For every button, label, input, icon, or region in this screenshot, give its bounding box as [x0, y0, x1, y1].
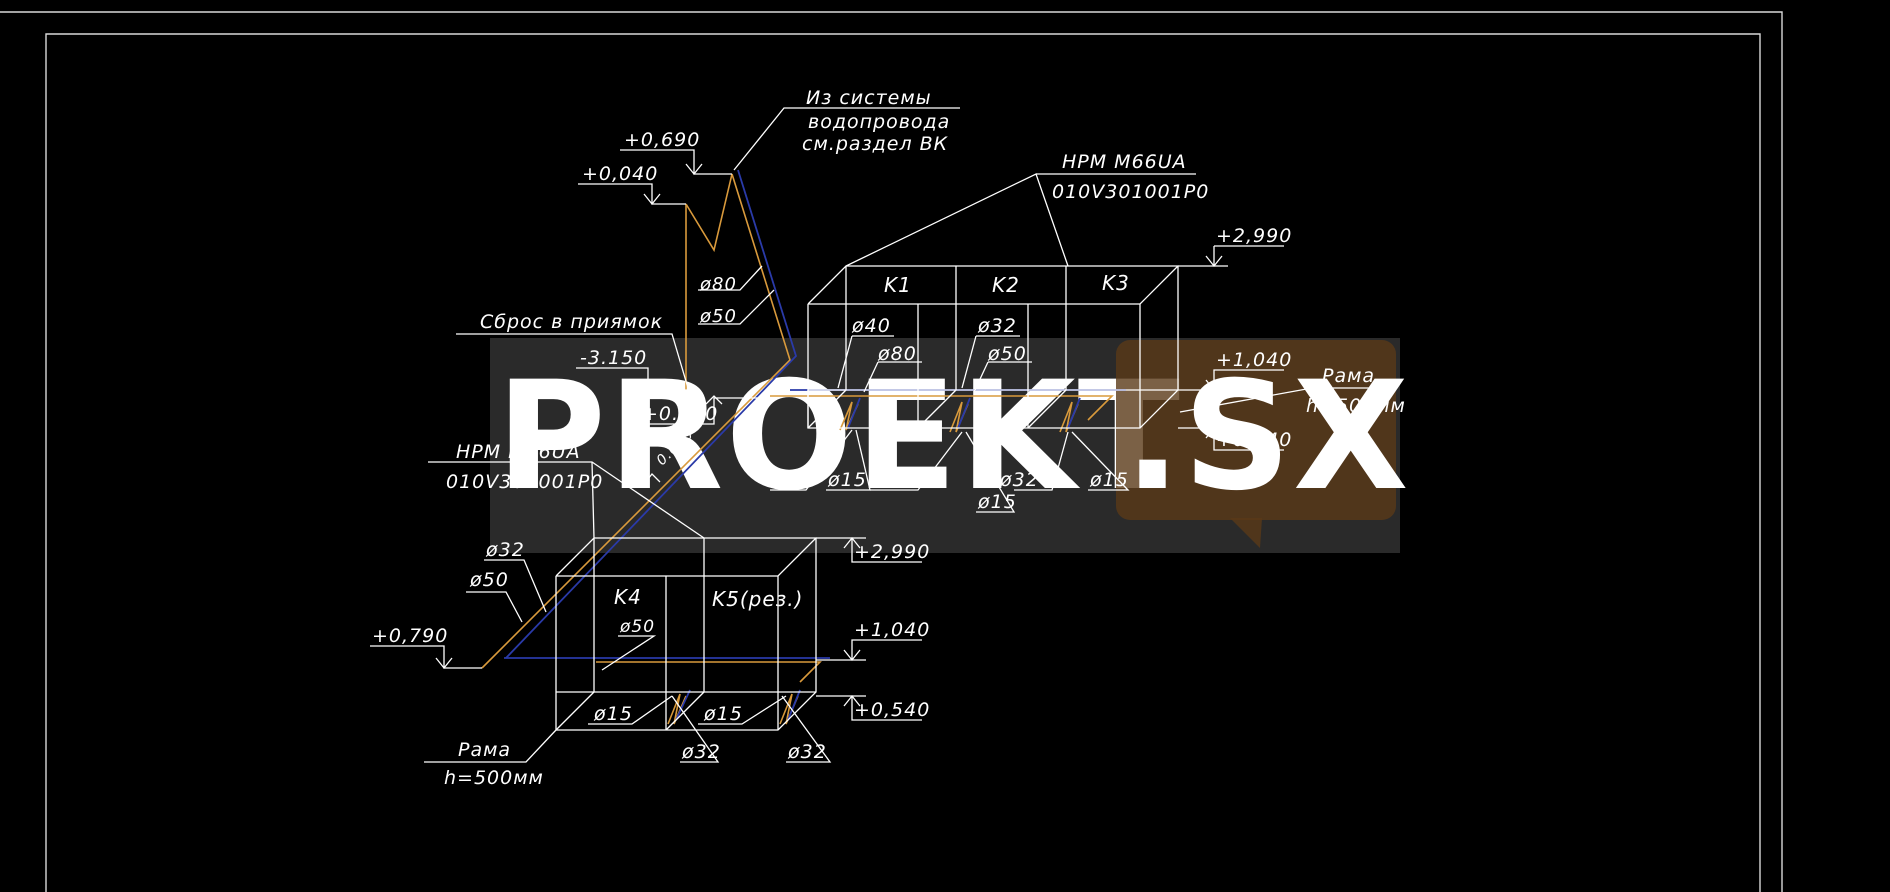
dia-r1-b4: ø15: [977, 491, 1017, 513]
cell-label-k4: K4: [614, 585, 642, 609]
dia-k4-mid: ø50: [619, 617, 655, 637]
level-rack1-top: +2,990: [1216, 225, 1292, 247]
dia-riser-a: ø80: [699, 274, 737, 295]
diameter-leaders: [466, 265, 1130, 763]
dia-r1-b3: ø32: [873, 469, 913, 491]
source-line-3: см.раздел ВК: [802, 133, 949, 155]
dia-r1-b2: ø15: [827, 469, 867, 491]
slope-arrow: [643, 473, 661, 485]
dia-k2-top: ø32: [977, 315, 1017, 337]
level-collector: +0.730: [642, 403, 718, 425]
pump1-frame-height: h=500мм: [1306, 395, 1406, 417]
pump1-frame-label: Рама: [1322, 365, 1375, 387]
pump-station-1: [807, 265, 1179, 429]
source-line-2: водопровода: [808, 111, 950, 133]
dia-k2-mid: ø50: [987, 343, 1027, 365]
dia-r2-b2: ø15: [703, 703, 743, 725]
watermark-badge-tail: [1230, 518, 1262, 548]
dia-r1-b6: ø15: [1089, 469, 1129, 491]
pump2-frame-label: Рама: [458, 739, 511, 761]
cell-label-k1: K1: [884, 273, 912, 297]
drain-label: Сброс в приямок: [480, 311, 663, 333]
level-rack2-bottom: +0,540: [854, 699, 930, 721]
level-inlet-low: +0,040: [582, 163, 658, 185]
dia-k1-mid: ø80: [877, 343, 917, 365]
watermark-text: PROEKT: [496, 350, 1182, 524]
level-marks: [370, 149, 1388, 763]
dia-r2-b4: ø32: [787, 741, 827, 763]
source-line-1: Из системы: [806, 87, 932, 109]
level-rack2-mid: +1,040: [854, 619, 930, 641]
dia-r2-b1: ø15: [593, 703, 633, 725]
dia-r2-b3: ø32: [681, 741, 721, 763]
pump2-frame-height: h=500мм: [444, 767, 544, 789]
cell-label-k5: K5(рез.): [712, 587, 803, 611]
dia-r1-b5: ø32: [999, 469, 1039, 491]
pump2-leader-b: [591, 461, 595, 539]
drawing-frame: [0, 11, 1783, 892]
dia-r2-left-b: ø50: [469, 569, 509, 591]
level-top-inlet: +0,690: [624, 129, 700, 151]
level-rack2-top: +2,990: [854, 541, 930, 563]
level-rack1-mid: +1,040: [1216, 349, 1292, 371]
level-rack1-bottom: +0,540: [1216, 429, 1292, 451]
level-drain: -3.150: [580, 347, 647, 369]
pump1-model: HPM M66UA: [1062, 151, 1187, 173]
level-lower-inlet: +0,790: [372, 625, 448, 647]
watermark-badge: [1116, 340, 1396, 520]
dia-r1-b1: ø32: [769, 469, 809, 491]
pump1-code: 010V301001P0: [1052, 181, 1209, 203]
cell-label-k3: K3: [1102, 271, 1130, 295]
watermark-suffix: .SX: [1124, 350, 1411, 524]
dia-riser-b: ø50: [699, 306, 737, 327]
cell-label-k2: K2: [992, 273, 1020, 297]
source-leader: [733, 107, 960, 171]
pump2-model: HPM M66UA: [456, 441, 581, 463]
pump2-code: 010V301001P0: [446, 471, 603, 493]
dia-r2-left-a: ø32: [485, 539, 525, 561]
dia-k1-top: ø40: [851, 315, 891, 337]
